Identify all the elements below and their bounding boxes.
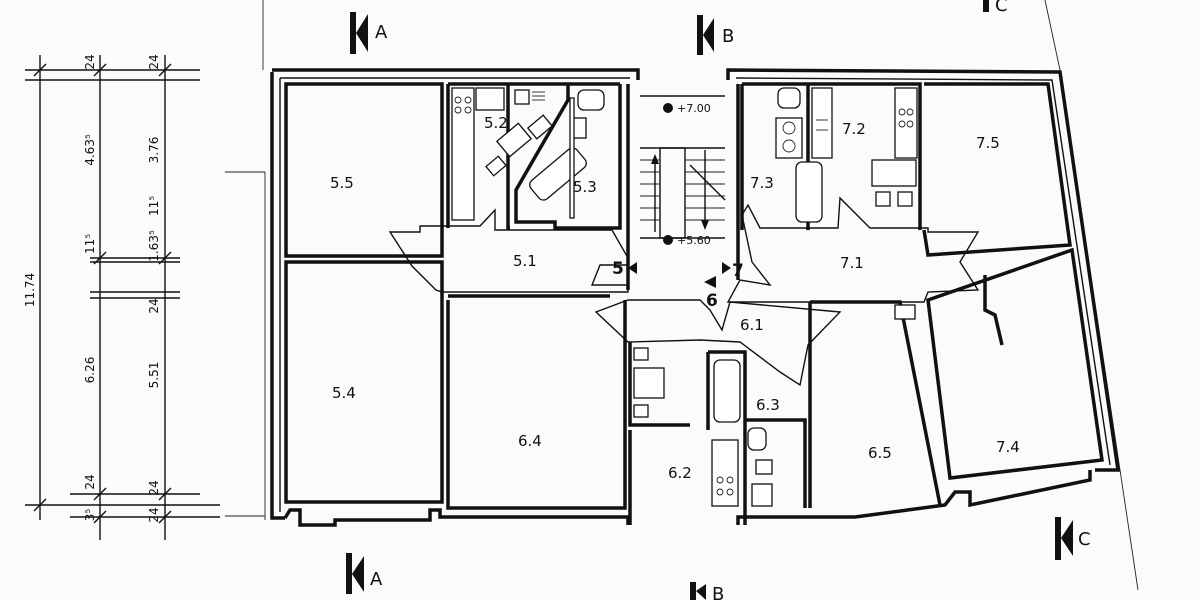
outer-walls — [270, 68, 1121, 527]
stair-arrow-label-5: 5 — [612, 259, 624, 279]
arrow-left-icon — [628, 262, 637, 274]
section-label-c-top: C — [995, 0, 1008, 16]
section-marker-b-bottom: B — [690, 582, 724, 600]
section-marker-a-bottom: A — [346, 553, 383, 594]
dim-left-6: 24 — [83, 54, 97, 69]
room-label-7-2: 7.2 — [842, 120, 866, 138]
dim-right-4: 1.63⁵ — [147, 230, 161, 262]
room-label-7-4: 7.4 — [996, 438, 1020, 456]
arrow-down-icon — [704, 276, 716, 288]
room-label-7-3: 7.3 — [750, 174, 774, 192]
room-label-5-3: 5.3 — [573, 178, 597, 196]
section-marker-c-bottom: C — [1055, 517, 1091, 560]
room-label-6-5: 6.5 — [868, 444, 892, 462]
dim-right-6: 5.51 — [147, 362, 161, 389]
room-label-7-1: 7.1 — [840, 254, 864, 272]
room-label-5-4: 5.4 — [332, 384, 356, 402]
stair-level-bottom: +5.60 — [677, 234, 711, 247]
dim-left-5: 3⁵ — [83, 509, 97, 522]
room-label-6-3: 6.3 — [756, 396, 780, 414]
dim-left-1: 4.63⁵ — [83, 134, 97, 166]
room-label-5-1: 5.1 — [513, 252, 537, 270]
dim-right-3: 11⁵ — [147, 196, 161, 216]
room-labels: 5.5 5.2 5.3 5.1 5.4 6.4 6.1 6.2 6.3 6.5 … — [330, 114, 1020, 482]
section-label-b-top: B — [722, 26, 734, 47]
room-label-5-2: 5.2 — [484, 114, 508, 132]
room-label-5-5: 5.5 — [330, 174, 354, 192]
room-label-6-4: 6.4 — [518, 432, 542, 450]
fixtures — [451, 87, 1004, 507]
section-markers: A B C A B C — [346, 0, 1091, 600]
dim-total: 11.74 — [23, 273, 37, 307]
dim-right-5: 24 — [147, 298, 161, 313]
level-marker-icon — [663, 103, 673, 113]
stair-arrow-label-7: 7 — [732, 261, 744, 281]
dimension-chain: 11.74 4.63⁵ 11⁵ 6.26 24 3⁵ 24 24 3.76 11… — [23, 54, 220, 540]
dim-left-2: 11⁵ — [83, 234, 97, 254]
dim-right-1: 24 — [147, 54, 161, 69]
dim-left-3: 6.26 — [83, 357, 97, 384]
dim-right-8: 24 — [147, 507, 161, 522]
room-label-6-2: 6.2 — [668, 464, 692, 482]
level-marker-icon — [663, 235, 673, 245]
section-label-c-bottom: C — [1078, 529, 1091, 550]
arrow-right-icon — [722, 262, 731, 274]
dim-right-7: 24 — [147, 480, 161, 495]
stair-level-top: +7.00 — [677, 102, 711, 115]
section-label-b-bottom: B — [712, 584, 724, 600]
corridors — [388, 196, 980, 387]
section-label-a-bottom: A — [370, 569, 383, 590]
section-marker-b-top: B — [697, 15, 734, 55]
room-label-6-1: 6.1 — [740, 316, 764, 334]
dim-left-4: 24 — [83, 474, 97, 489]
staircase: +7.00 +5.60 5 7 6 — [612, 95, 744, 311]
section-marker-c-top: C — [983, 0, 1008, 16]
section-marker-a-top: A — [350, 12, 388, 54]
section-label-a-top: A — [375, 22, 388, 43]
room-label-7-5: 7.5 — [976, 134, 1000, 152]
stair-arrow-label-6: 6 — [706, 291, 718, 311]
dim-right-2: 3.76 — [147, 137, 161, 164]
